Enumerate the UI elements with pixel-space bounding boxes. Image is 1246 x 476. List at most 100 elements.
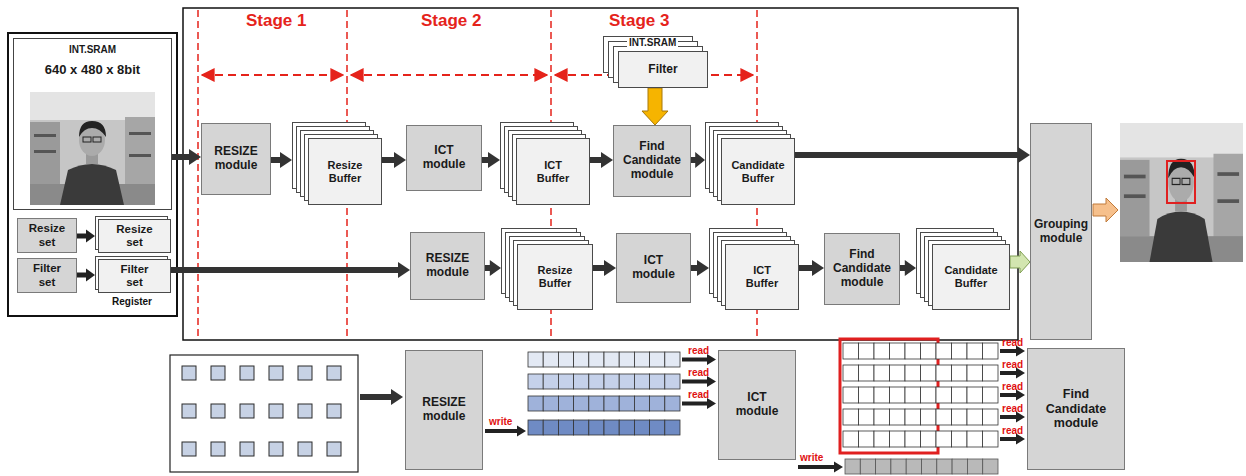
module-label: ICT module [423,144,466,172]
line-buffer-cell [543,420,558,435]
ict-buffer-cell [874,343,890,359]
module-label: Find Candidate module [1046,387,1106,430]
arrow-shape [691,152,705,168]
arrow-shape [482,152,500,168]
module-box: RESIZE module [410,232,485,300]
write-row-cell [860,459,875,474]
stage-label: Stage 2 [421,11,481,31]
line-buffer-cell [650,396,665,411]
access-label: read [688,389,709,400]
flow-arrow [171,262,410,278]
buffer-stack: Filter set [95,256,171,293]
module-box: Find Candidate module [1027,348,1125,470]
buffer-front: Filter set [98,259,171,293]
module-box: ICT module [718,350,796,460]
line-buffer-cell [650,420,665,435]
buffer-stack: Candidate Buffer [705,122,795,205]
ict-buffer-cell [890,365,906,381]
ict-buffer-cell [843,431,859,447]
line-buffer-cell [634,420,649,435]
ict-buffer-cell [859,387,875,403]
window-box [840,339,938,453]
buffer-front: ICT Buffer [725,244,799,310]
pixel-cell [182,366,196,380]
ict-buffer-cell [936,409,952,425]
ict-buffer-cell [967,365,983,381]
ict-buffer-cell [967,409,983,425]
access-label: read [1002,337,1023,348]
flow-arrow [900,260,916,276]
module-label: ICT module [736,391,779,419]
module-box: RESIZE module [405,350,483,470]
buffer-label: Resize set [116,223,152,249]
line-buffer-cell [604,420,619,435]
line-buffer-cell [528,396,543,411]
module-label: ICT module [632,254,675,282]
flow-arrow [1010,251,1030,273]
line-buffer-cell [604,374,619,389]
line-buffer-cell [619,396,634,411]
line-buffer-cell [665,420,680,435]
line-buffer-cell [558,420,573,435]
line-buffer-cell [574,396,589,411]
ict-buffer-cell [843,365,859,381]
ict-buffer-cell [843,343,859,359]
line-buffer-cell [558,352,573,367]
module-label: Resize set [29,222,65,248]
output-arrow [1093,198,1118,222]
ict-buffer-cell [843,387,859,403]
ict-buffer-cell [890,409,906,425]
arrow-shape [271,152,292,168]
line-buffer-cell [558,396,573,411]
module-box: RESIZE module [201,123,271,195]
access-label: read [688,367,709,378]
buffer-front: Candidate Buffer [721,138,795,205]
arrow-shape [799,260,824,276]
line-buffer-cell [528,352,543,367]
ict-buffer-cell [890,387,906,403]
ict-buffer-cell [859,365,875,381]
ict-buffer-cell [983,387,999,403]
pixel-cell [298,366,312,380]
access-label: read [688,345,709,356]
ict-buffer-cell [952,431,968,447]
flow-arrow [77,269,95,282]
ict-buffer-cell [936,387,952,403]
buffer-label: Filter [648,63,677,77]
module-label: RESIZE module [422,396,465,424]
pixel-cell [327,366,341,380]
module-box: Resize set [17,218,77,253]
buffer-front: Resize set [98,219,171,253]
pixel-cell [327,404,341,418]
ict-buffer-cell [983,343,999,359]
pixel-cell [327,442,341,456]
write-row-cell [983,459,998,474]
line-buffer-cell [619,374,634,389]
line-buffer-cell [665,374,680,389]
line-buffer-cell [665,396,680,411]
line-buffer-cell [574,420,589,435]
write-row-cell [922,459,937,474]
ict-buffer-cell [952,387,968,403]
flow-arrow [799,260,824,276]
ict-buffer-cell [921,387,937,403]
module-box: ICT module [616,233,691,303]
ict-buffer-cell [952,343,968,359]
flow-arrow [691,260,709,276]
write-row-cell [845,459,860,474]
module-label: Grouping module [1034,218,1088,246]
write-arrow [798,462,843,473]
flow-arrow [172,149,201,165]
ict-buffer-cell [967,387,983,403]
buffer-stack: ICT Buffer [709,228,799,310]
pixel-cell [211,442,225,456]
pixel-cell [269,366,283,380]
register-label: Register [112,296,152,308]
flow-arrow [271,152,292,168]
memory-box: INT.SRAM640 x 480 x 8bit [13,38,172,210]
flow-arrow [642,88,668,125]
write-row-cell [891,459,906,474]
flow-arrow [795,147,1030,163]
line-buffer-cell [619,420,634,435]
